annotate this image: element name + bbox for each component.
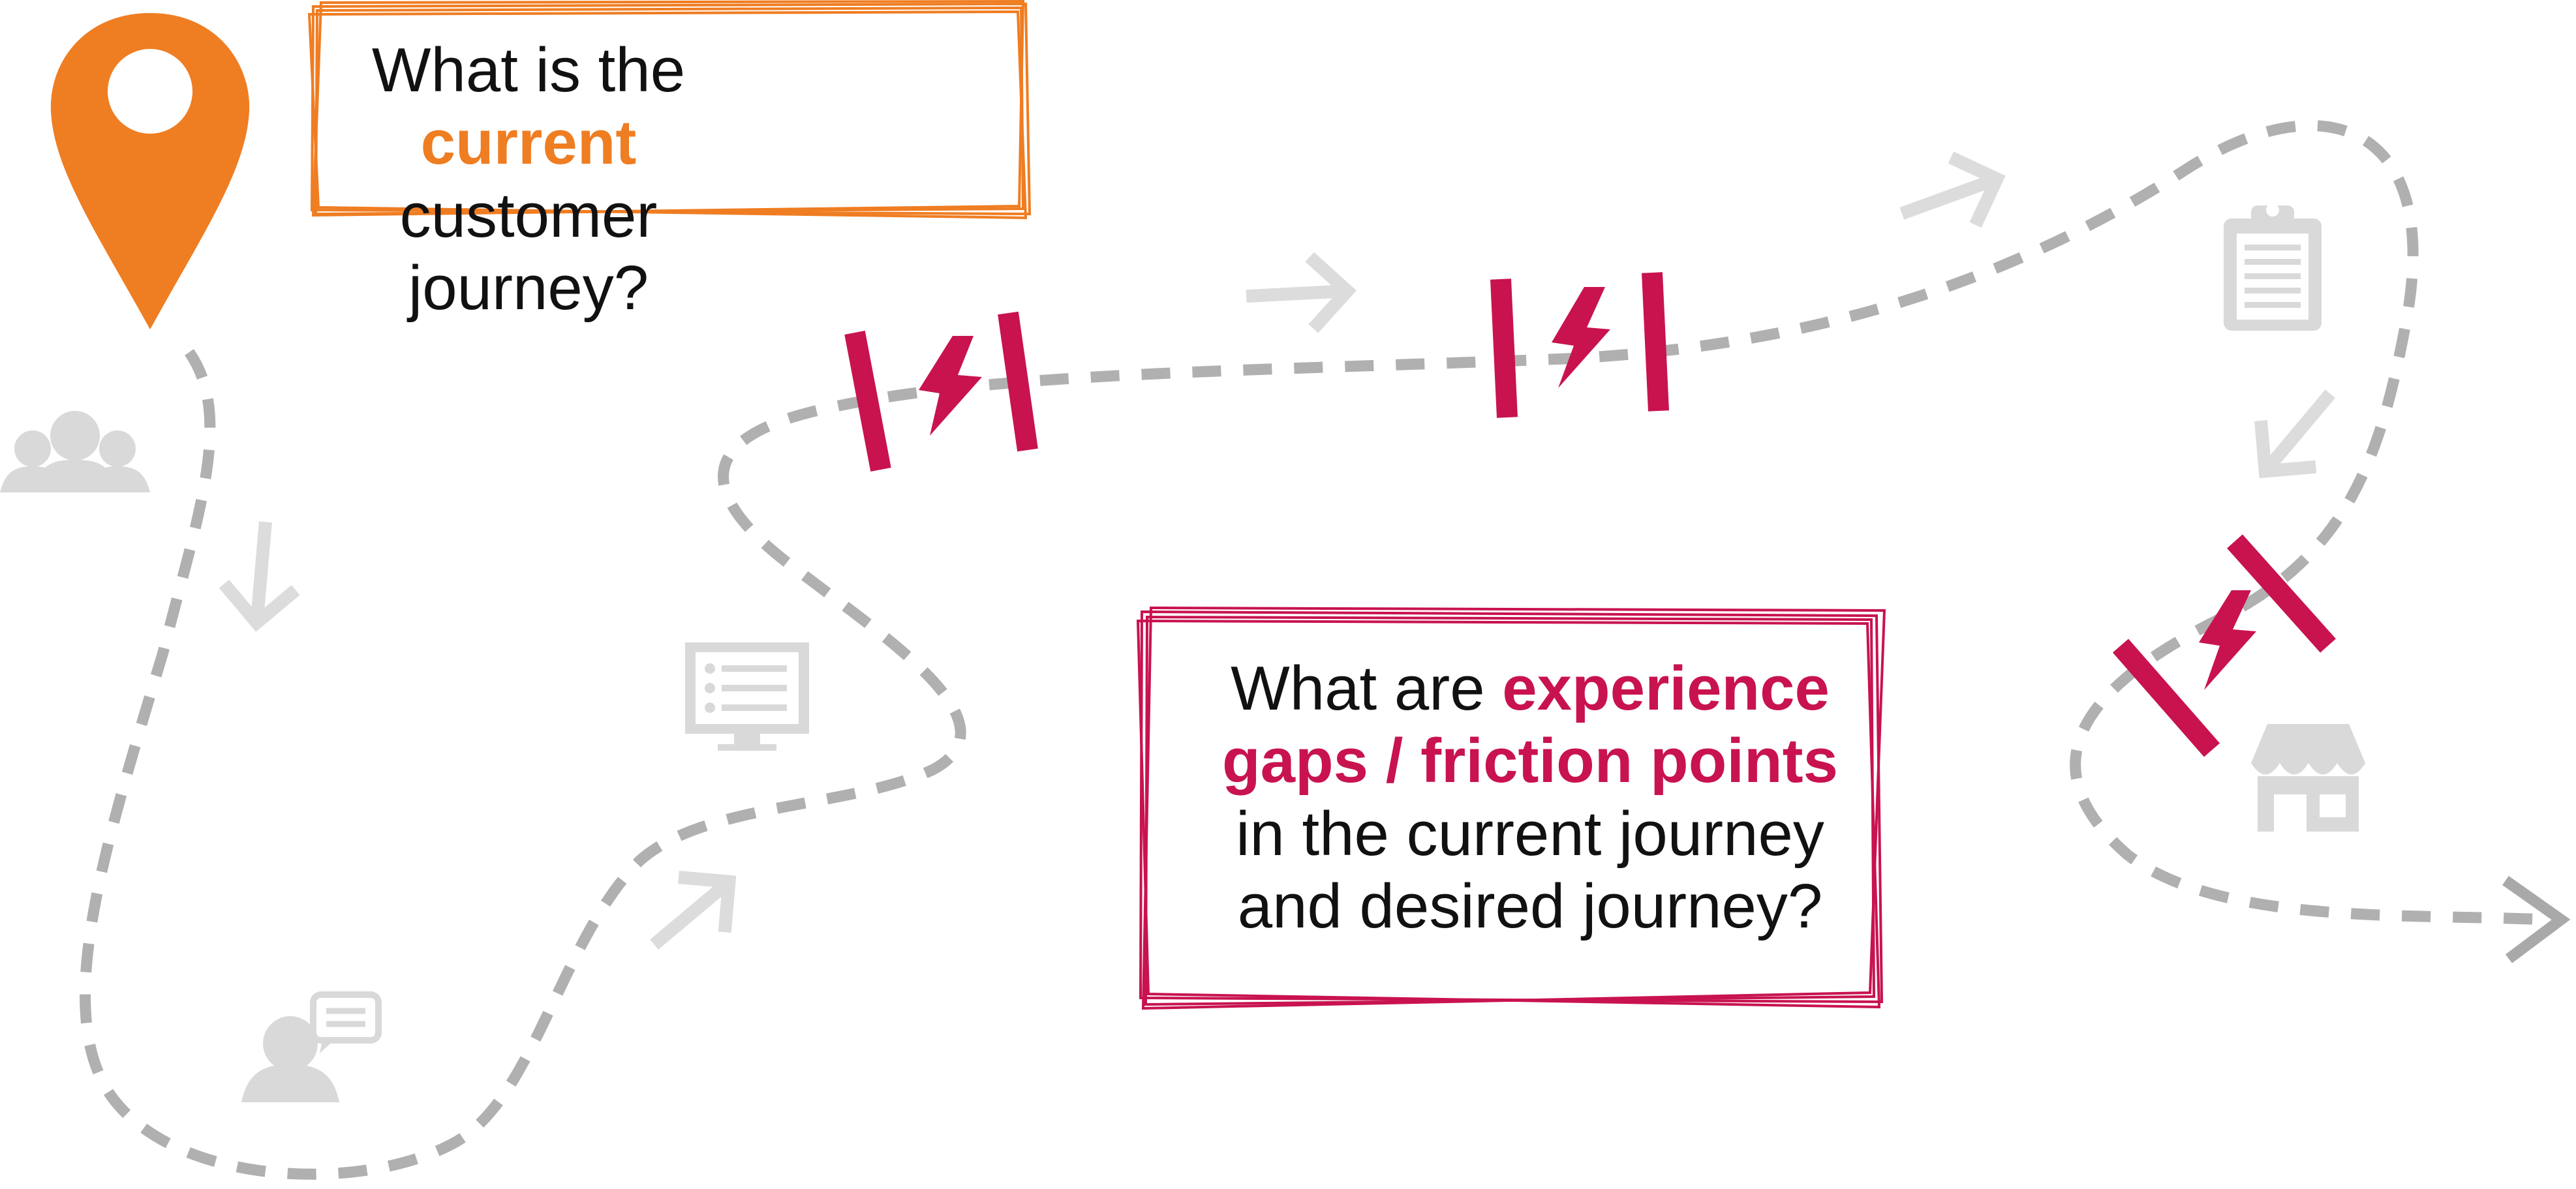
callout-current-line1: What is the current: [339, 34, 718, 179]
direction-arrow-5: [2254, 389, 2336, 479]
direction-arrow-1: [219, 521, 300, 632]
callout-current-prefix: What is the: [371, 35, 686, 105]
lightning-bolt-icon: [1552, 287, 1610, 388]
callout-current-line2: customer journey?: [399, 180, 658, 324]
journey-path: [80, 120, 2545, 1180]
callout-gaps-line4: and desired journey?: [1237, 871, 1823, 942]
direction-arrow-2: [650, 871, 737, 950]
direction-arrow-3: [1246, 252, 1357, 333]
lightning-bolt-icon: [2199, 590, 2256, 690]
people-group-icon: [0, 411, 150, 492]
friction-point-3: [2112, 534, 2336, 757]
person-chat-icon: [241, 991, 382, 1102]
journey-end-arrowhead: [2502, 876, 2571, 963]
callout-gaps: What are experience gaps / friction poin…: [1161, 652, 1899, 942]
callout-current-highlight: current: [420, 108, 637, 178]
friction-point-2: [1490, 272, 1669, 418]
direction-arrow-4: [1899, 151, 2006, 228]
location-pin-icon: [50, 13, 250, 329]
callout-current: What is the current customer journey?: [339, 34, 718, 324]
callout-gaps-frame: [1136, 606, 1886, 1010]
callout-gaps-highlight-2: gaps / friction points: [1221, 726, 1838, 796]
callout-gaps-highlight-1: experience: [1502, 654, 1830, 723]
callout-gaps-prefix: What are: [1231, 654, 1503, 723]
lightning-bolt-icon: [919, 336, 982, 436]
callout-gaps-line3: in the current journey: [1236, 798, 1824, 869]
monitor-list-icon: [685, 642, 809, 751]
callout-gaps-line1: What are experience: [1161, 652, 1899, 725]
clipboard-icon: [2224, 203, 2322, 331]
friction-point-1: [844, 311, 1038, 472]
callout-current-frame: [307, 0, 1032, 220]
storefront-icon: [2251, 724, 2365, 832]
